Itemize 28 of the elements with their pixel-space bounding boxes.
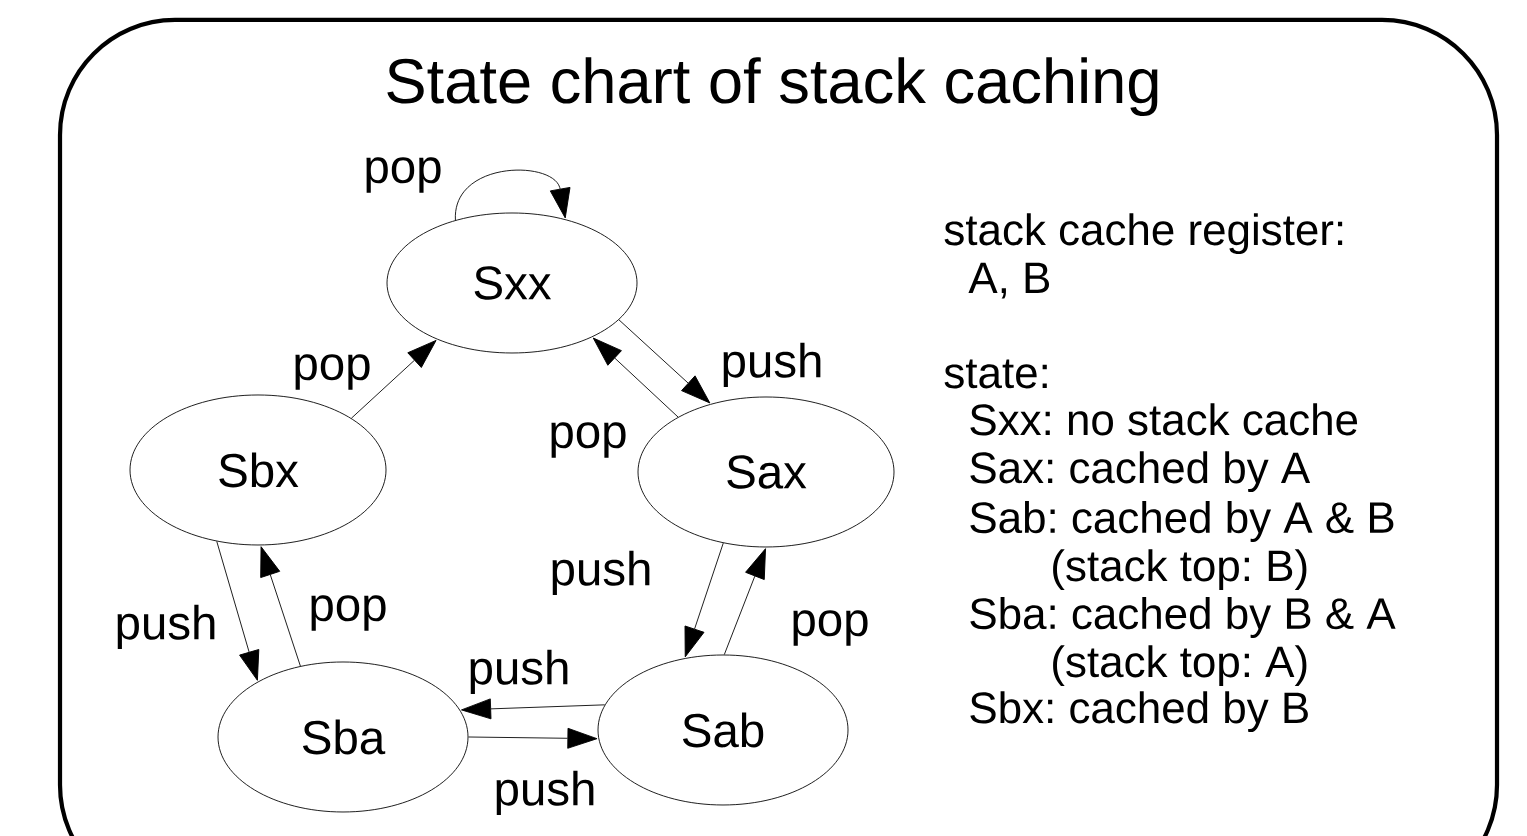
edge-label: push xyxy=(491,769,599,817)
edge-label: push xyxy=(718,341,826,389)
arrow xyxy=(454,169,571,221)
edge-label: pop xyxy=(306,593,390,633)
legend-text: Sxx: no stack cache xyxy=(970,403,1358,436)
legend-text: Sab: cached by A & B (stack top: B) xyxy=(970,501,1394,591)
legend-text: stack cache register: xyxy=(944,213,1343,255)
title: State chart of stack caching xyxy=(387,57,1158,117)
arrow xyxy=(461,698,606,720)
edge-label: pop xyxy=(788,608,872,648)
edge-label: push xyxy=(547,549,655,597)
arrow xyxy=(216,540,260,681)
legend-text: Sbx: cached by B xyxy=(970,691,1308,733)
arrow xyxy=(684,542,724,658)
edge-label: pop xyxy=(361,155,445,195)
arrow xyxy=(468,727,598,749)
edge-label: pop xyxy=(546,420,630,460)
legend-text: Sax: cached by A xyxy=(970,451,1311,493)
arrow xyxy=(723,548,766,655)
arrow xyxy=(260,546,301,667)
legend-text: A, B xyxy=(968,262,1050,299)
arrow xyxy=(350,339,437,419)
arrow xyxy=(618,319,711,404)
arrow xyxy=(592,337,679,418)
edge-label: pop xyxy=(290,352,374,392)
legend-text: state: xyxy=(944,359,1047,389)
legend-text: Sba: cached by B & A (stack top: A) xyxy=(970,597,1396,687)
edge-label: push xyxy=(112,603,220,651)
